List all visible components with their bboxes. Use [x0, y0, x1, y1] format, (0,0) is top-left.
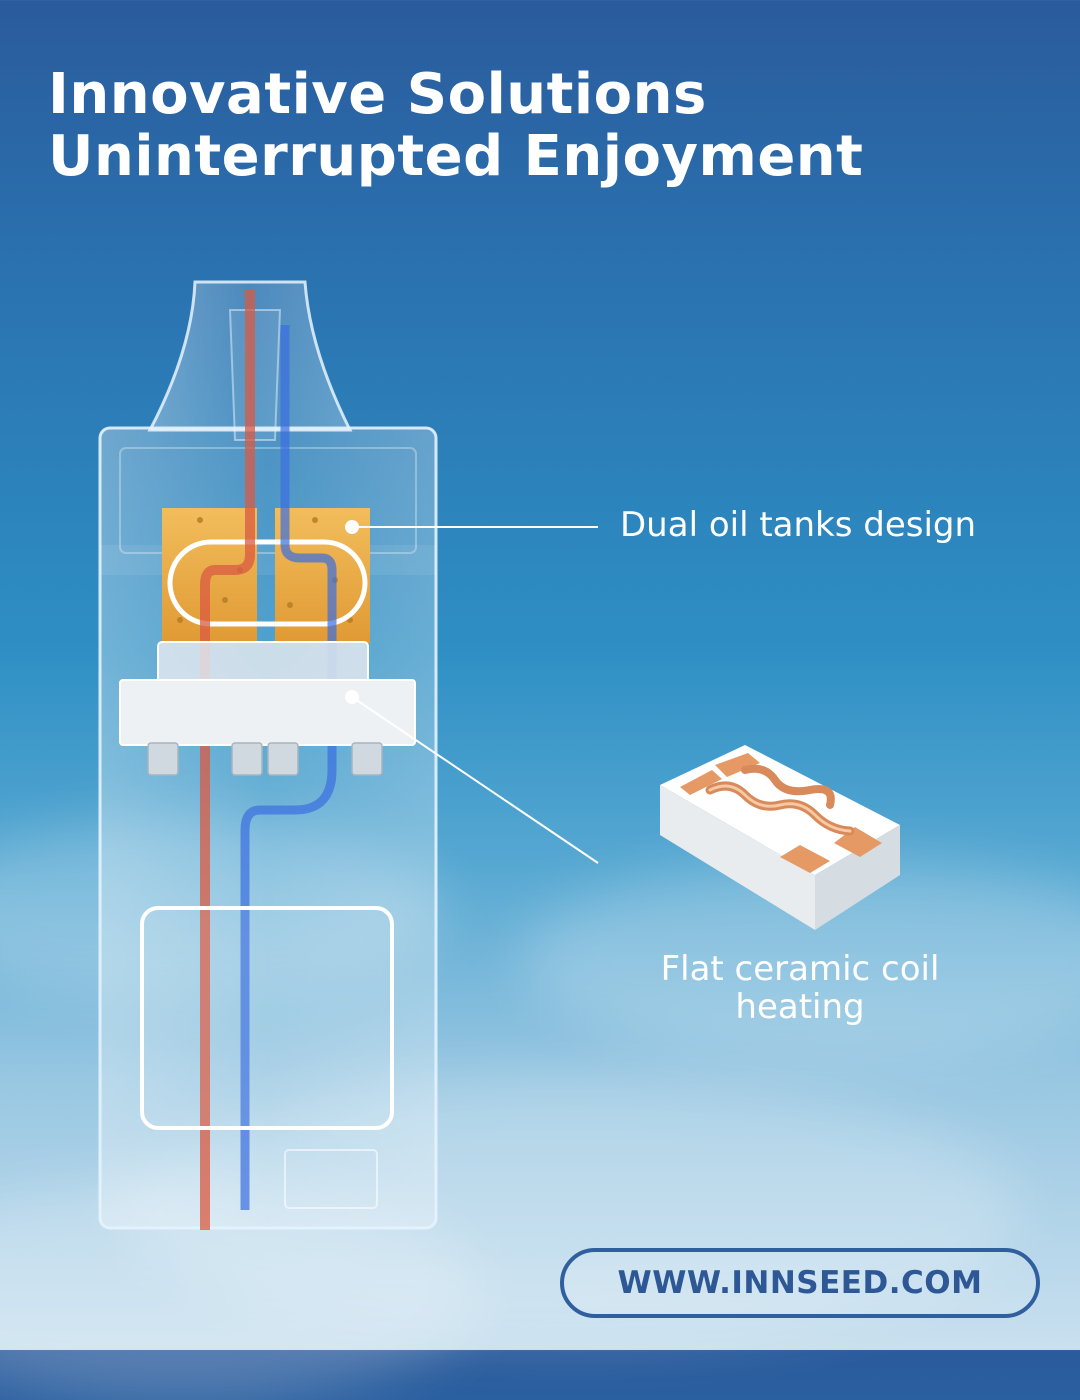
- website-url-text: WWW.INNSEED.COM: [617, 1265, 983, 1301]
- label-ceramic-coil-line-1: Flat ceramic coil: [660, 949, 940, 989]
- headline-line-2: Uninterrupted Enjoyment: [48, 124, 864, 189]
- website-link-button[interactable]: WWW.INNSEED.COM: [560, 1248, 1040, 1318]
- label-ceramic-coil-line-2: heating: [735, 987, 865, 1027]
- label-dual-oil-tanks: Dual oil tanks design: [620, 505, 977, 545]
- ceramic-coil-icon: [660, 745, 900, 930]
- headline: Innovative Solutions Uninterrupted Enjoy…: [48, 64, 948, 188]
- headline-line-1: Innovative Solutions: [48, 62, 707, 127]
- vape-pod-device-icon: [98, 280, 438, 1230]
- label-ceramic-coil: Flat ceramic coil heating: [630, 950, 970, 1026]
